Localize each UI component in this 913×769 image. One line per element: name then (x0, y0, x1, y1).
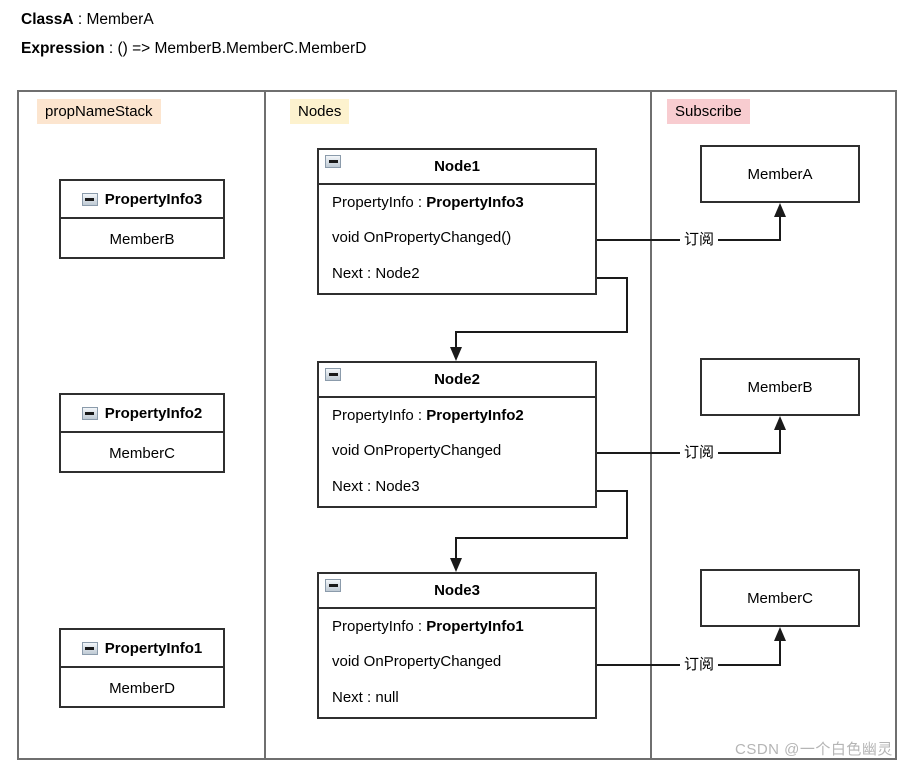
node-title: Node3 (434, 582, 480, 599)
next-label: Next (332, 264, 363, 282)
separator: : (413, 407, 427, 425)
node-body: PropertyInfo : PropertyInfo1 void OnProp… (319, 609, 595, 715)
csdn-watermark: CSDN @一个白色幽灵 (735, 741, 893, 758)
column-header-subscribe: Subscribe (667, 99, 750, 124)
node-propertyinfo-row: PropertyInfo : PropertyInfo3 (332, 194, 595, 211)
node-next-row: Next : null (332, 689, 595, 706)
node-method-row: void OnPropertyChanged (332, 442, 502, 460)
node-box-node3: Node3 PropertyInfo : PropertyInfo1 void … (317, 572, 597, 719)
node-next-row: Next : Node2 (332, 265, 595, 282)
class-member: : MemberA (73, 11, 154, 28)
separator: : (413, 618, 427, 636)
column-header-nodes: Nodes (290, 99, 350, 124)
propertyinfo-label: PropertyInfo (332, 407, 414, 425)
column-divider-left (264, 90, 266, 760)
node-title-row: Node1 (319, 150, 595, 185)
propertyinfo-value: PropertyInfo1 (426, 618, 524, 636)
expression-line: Expression : () => MemberB.MemberC.Membe… (21, 40, 366, 58)
member-box-memberb: MemberB (700, 358, 860, 416)
node-propertyinfo-row: PropertyInfo : PropertyInfo1 (332, 618, 595, 635)
edge-label-subscribe-2: 订阅 (680, 442, 718, 463)
propertyinfo-label: PropertyInfo (332, 618, 414, 636)
stack-box-member: MemberC (109, 444, 175, 462)
node-title: Node2 (434, 371, 480, 388)
node-method-row: void OnPropertyChanged (332, 653, 502, 671)
stack-box-member: MemberD (109, 679, 175, 697)
minus-collapse-icon (81, 192, 98, 206)
node-next-row: Next : Node3 (332, 478, 595, 495)
stack-box-title-row: PropertyInfo2 (61, 395, 223, 433)
separator: : (362, 477, 376, 495)
stack-box-member: MemberB (109, 230, 175, 248)
next-label: Next (332, 477, 363, 495)
expression-value: : () => MemberB.MemberC.MemberD (104, 40, 367, 57)
next-value: Node2 (375, 264, 420, 282)
diagram-frame (17, 90, 897, 760)
node-method-row: void OnPropertyChanged() (332, 229, 512, 247)
node-box-node2: Node2 PropertyInfo : PropertyInfo2 void … (317, 361, 597, 508)
class-declaration-line: ClassA : MemberA (21, 11, 154, 29)
separator: : (362, 688, 376, 706)
class-name: ClassA (21, 11, 74, 28)
node-body: PropertyInfo : PropertyInfo3 void OnProp… (319, 185, 595, 291)
separator: : (362, 264, 376, 282)
stack-box-propertyinfo2: PropertyInfo2 MemberC (59, 393, 225, 473)
edge-label-subscribe-1: 订阅 (680, 229, 718, 250)
member-box-membera: MemberA (700, 145, 860, 203)
propertyinfo-label: PropertyInfo (332, 194, 414, 212)
column-header-propnamestack: propNameStack (37, 99, 161, 124)
propertyinfo-value: PropertyInfo2 (426, 407, 524, 425)
node-body: PropertyInfo : PropertyInfo2 void OnProp… (319, 398, 595, 504)
next-value: null (375, 688, 399, 706)
stack-box-propertyinfo1: PropertyInfo1 MemberD (59, 628, 225, 708)
node-title-row: Node3 (319, 574, 595, 609)
node-title-row: Node2 (319, 363, 595, 398)
expression-label: Expression (21, 40, 105, 57)
stack-box-title: PropertyInfo3 (104, 190, 203, 208)
minus-collapse-icon (81, 406, 98, 420)
column-divider-right (650, 90, 652, 760)
stack-box-title-row: PropertyInfo3 (61, 181, 223, 219)
propertyinfo-value: PropertyInfo3 (426, 194, 524, 212)
separator: : (413, 194, 427, 212)
member-box-memberc: MemberC (700, 569, 860, 627)
node-propertyinfo-row: PropertyInfo : PropertyInfo2 (332, 407, 595, 424)
edge-label-subscribe-3: 订阅 (680, 654, 718, 675)
minus-collapse-icon (81, 641, 98, 655)
next-label: Next (332, 688, 363, 706)
stack-box-title: PropertyInfo1 (104, 639, 203, 657)
stack-box-title-row: PropertyInfo1 (61, 630, 223, 668)
next-value: Node3 (375, 477, 420, 495)
stack-box-propertyinfo3: PropertyInfo3 MemberB (59, 179, 225, 259)
minus-collapse-icon (325, 368, 341, 381)
minus-collapse-icon (325, 579, 341, 592)
stack-box-title: PropertyInfo2 (104, 404, 203, 422)
node-title: Node1 (434, 158, 480, 175)
node-box-node1: Node1 PropertyInfo : PropertyInfo3 void … (317, 148, 597, 295)
minus-collapse-icon (325, 155, 341, 168)
